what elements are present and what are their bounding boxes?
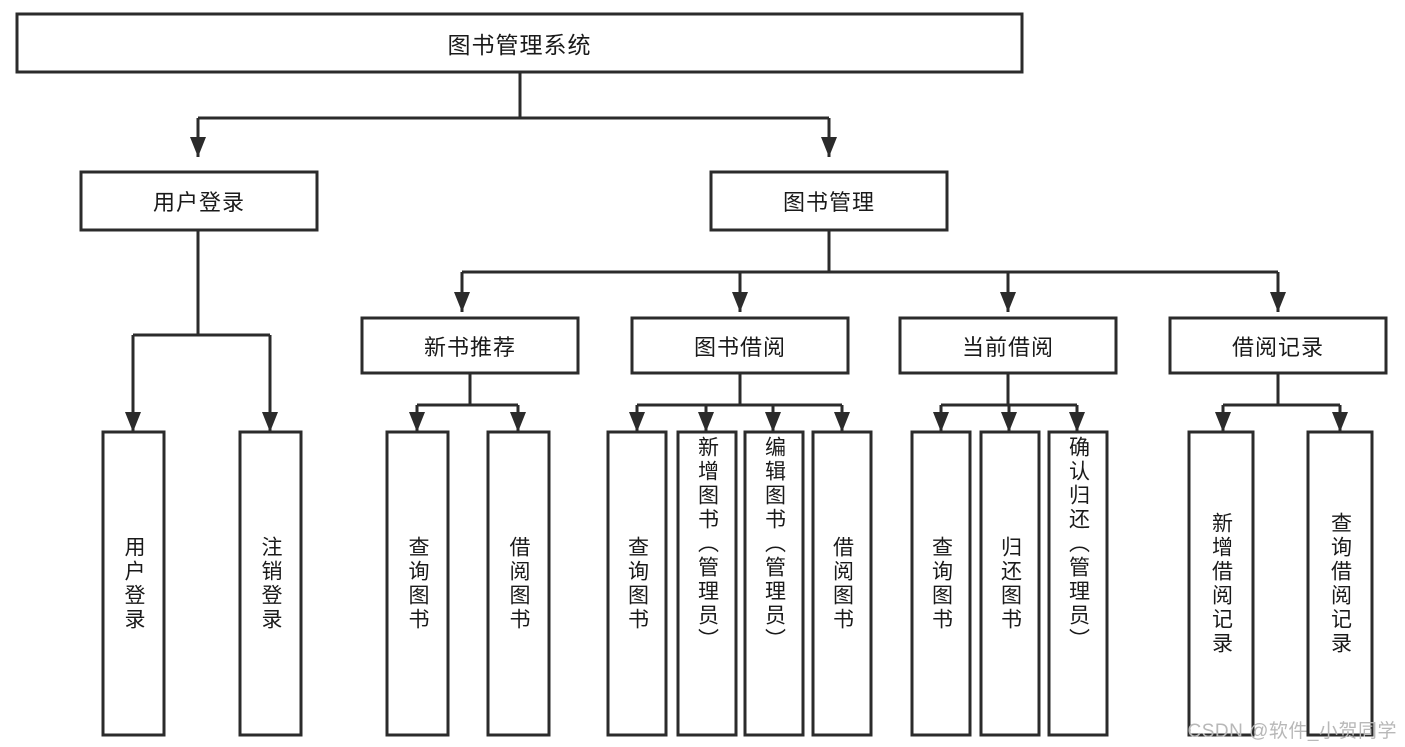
node-new-book-recommend-box[interactable]: [360, 316, 580, 375]
arrowhead-bookborrow-leaf4: [834, 412, 850, 432]
leaf-box-confirm-return-admin[interactable]: [1047, 430, 1109, 737]
node-book-borrow-box[interactable]: [630, 316, 850, 375]
watermark-text: CSDN @软件_小贺同学: [1187, 721, 1397, 742]
arrowhead-bookborrow-leaf2: [698, 412, 714, 432]
node-current-borrow-box[interactable]: [898, 316, 1118, 375]
leaf-box-query-books-recommend[interactable]: [385, 430, 450, 737]
arrowhead-records-leaf1: [1215, 412, 1231, 432]
leaf-box-query-books-current[interactable]: [910, 430, 972, 737]
leaf-box-add-borrow-record[interactable]: [1187, 430, 1255, 737]
arrowhead-book-mgmt-to-new-book: [454, 292, 470, 312]
leaf-box-borrow-books-recommend[interactable]: [486, 430, 551, 737]
arrowhead-newbook-leaf1: [409, 412, 425, 432]
arrowhead-currentborrow-leaf2: [1001, 412, 1017, 432]
arrowhead-book-mgmt-to-borrow: [732, 292, 748, 312]
arrowhead-bookborrow-leaf1: [629, 412, 645, 432]
arrowhead-records-leaf2: [1332, 412, 1348, 432]
leaf-box-user-login[interactable]: [101, 430, 166, 737]
arrowhead-root-to-book-mgmt: [821, 137, 837, 157]
leaf-box-logout[interactable]: [238, 430, 303, 737]
node-root-box[interactable]: [15, 12, 1024, 74]
node-user-login-box[interactable]: [79, 170, 319, 232]
arrowhead-newbook-leaf2: [510, 412, 526, 432]
arrowhead-currentborrow-leaf3: [1069, 412, 1085, 432]
arrowhead-root-to-user-login: [190, 137, 206, 157]
leaf-box-borrow-books[interactable]: [811, 430, 873, 737]
arrowhead-book-mgmt-to-current: [1000, 292, 1016, 312]
arrowhead-currentborrow-leaf1: [933, 412, 949, 432]
arrowhead-bookborrow-leaf3: [765, 412, 781, 432]
arrowhead-user-login-leaf2: [262, 412, 278, 432]
node-book-management-box[interactable]: [709, 170, 949, 232]
node-borrow-records-box[interactable]: [1168, 316, 1388, 375]
leaf-box-add-book-admin[interactable]: [676, 430, 738, 737]
leaf-box-query-borrow-record[interactable]: [1306, 430, 1374, 737]
arrowhead-user-login-leaf1: [125, 412, 141, 432]
leaf-box-query-books-borrow[interactable]: [606, 430, 668, 737]
leaf-box-edit-book-admin[interactable]: [743, 430, 805, 737]
arrowhead-book-mgmt-to-records: [1270, 292, 1286, 312]
leaf-box-return-books[interactable]: [979, 430, 1041, 737]
